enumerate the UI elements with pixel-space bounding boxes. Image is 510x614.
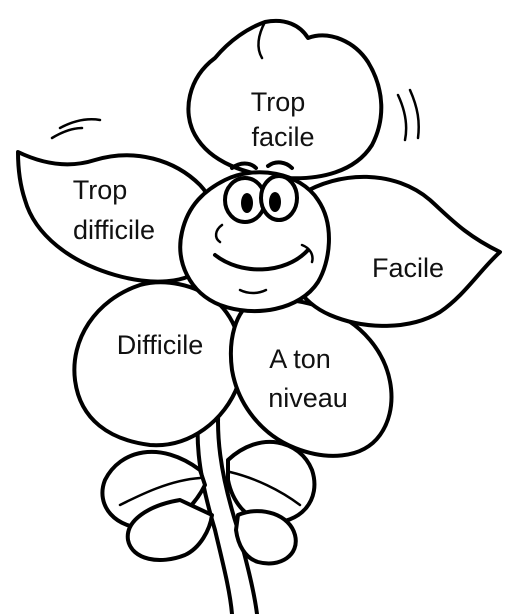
eye-right bbox=[261, 176, 297, 220]
label-upper-left-line1: Trop bbox=[73, 175, 128, 205]
label-upper-left-line2: difficile bbox=[73, 215, 155, 245]
label-top-line1: Trop bbox=[251, 87, 306, 117]
leaf-right bbox=[228, 442, 314, 522]
label-lower-right-line1: A ton bbox=[269, 344, 331, 374]
eye-left bbox=[225, 178, 265, 222]
label-top-line2: facile bbox=[251, 122, 314, 152]
label-right-line1: Facile bbox=[372, 253, 444, 283]
label-petal-right: Facile bbox=[372, 253, 444, 283]
petal-lower-left bbox=[74, 282, 241, 445]
label-lower-right-line2: niveau bbox=[268, 383, 348, 413]
label-petal-lower-left: Difficile bbox=[117, 330, 204, 360]
flower-face bbox=[180, 162, 329, 311]
label-lower-left-line1: Difficile bbox=[117, 330, 204, 360]
